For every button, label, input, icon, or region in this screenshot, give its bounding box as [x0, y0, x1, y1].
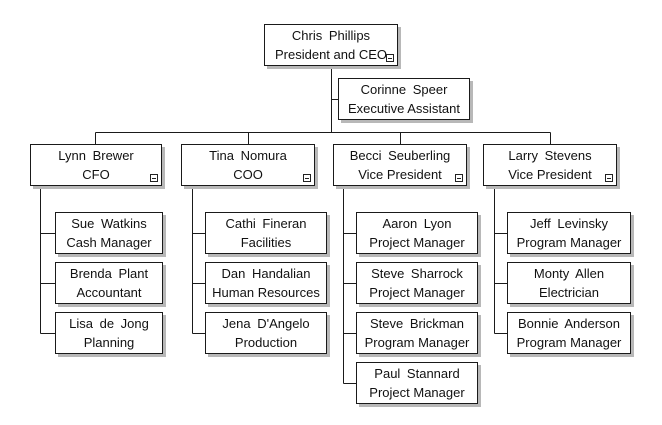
- node-report[interactable]: Dan Handalian Human Resources: [205, 262, 327, 304]
- node-name: Steve Brickman: [369, 316, 465, 331]
- node-title: Vice President: [508, 167, 592, 182]
- node-head-vp-2[interactable]: Larry Stevens Vice President: [483, 144, 617, 186]
- node-name: Monty Allen: [533, 266, 605, 281]
- node-title: Human Resources: [212, 285, 320, 300]
- node-name: Paul Stannard: [374, 366, 460, 381]
- node-name: Bonnie Anderson: [517, 316, 621, 331]
- node-head-vp-1[interactable]: Becci Seuberling Vice President: [333, 144, 467, 186]
- collapse-minus-icon[interactable]: [303, 174, 311, 182]
- node-report[interactable]: Aaron Lyon Project Manager: [356, 212, 478, 254]
- node-title: Production: [234, 335, 298, 350]
- node-report[interactable]: Sue Watkins Cash Manager: [55, 212, 163, 254]
- node-name: Lynn Brewer: [58, 148, 134, 163]
- node-name: Jena D'Angelo: [222, 316, 310, 331]
- node-name: Corinne Speer: [360, 82, 448, 97]
- node-report[interactable]: Steve Sharrock Project Manager: [356, 262, 478, 304]
- node-assistant[interactable]: Corinne Speer Executive Assistant: [338, 78, 470, 120]
- node-title: Cash Manager: [66, 235, 152, 250]
- node-report[interactable]: Paul Stannard Project Manager: [356, 362, 478, 404]
- node-report[interactable]: Monty Allen Electrician: [507, 262, 631, 304]
- node-name: Chris Phillips: [291, 28, 371, 43]
- node-name: Aaron Lyon: [382, 216, 452, 231]
- node-title: Project Manager: [369, 285, 465, 300]
- node-name: Steve Sharrock: [371, 266, 463, 281]
- node-title: Electrician: [539, 285, 599, 300]
- collapse-minus-icon[interactable]: [386, 54, 394, 62]
- collapse-minus-icon[interactable]: [455, 174, 463, 182]
- node-title: Planning: [83, 335, 135, 350]
- node-title: CFO: [82, 167, 110, 182]
- node-report[interactable]: Brenda Plant Accountant: [55, 262, 163, 304]
- node-title: Program Manager: [516, 235, 622, 250]
- node-title: Vice President: [358, 167, 442, 182]
- node-name: Sue Watkins: [71, 216, 147, 231]
- node-name: Cathi Fineran: [225, 216, 307, 231]
- node-ceo[interactable]: Chris Phillips President and CEO: [264, 24, 398, 66]
- node-title: Project Manager: [369, 385, 465, 400]
- node-title: COO: [233, 167, 263, 182]
- node-report[interactable]: Jena D'Angelo Production: [205, 312, 327, 354]
- node-title: Facilities: [240, 235, 292, 250]
- node-title: President and CEO: [274, 47, 387, 62]
- node-report[interactable]: Steve Brickman Program Manager: [356, 312, 478, 354]
- node-name: Lisa de Jong: [69, 316, 149, 331]
- node-report[interactable]: Lisa de Jong Planning: [55, 312, 163, 354]
- node-title: Program Manager: [516, 335, 622, 350]
- node-name: Becci Seuberling: [349, 148, 451, 163]
- node-name: Jeff Levinsky: [530, 216, 608, 231]
- node-title: Accountant: [76, 285, 142, 300]
- collapse-minus-icon[interactable]: [605, 174, 613, 182]
- node-head-cfo[interactable]: Lynn Brewer CFO: [30, 144, 162, 186]
- node-report[interactable]: Cathi Fineran Facilities: [205, 212, 327, 254]
- node-report[interactable]: Jeff Levinsky Program Manager: [507, 212, 631, 254]
- node-title: Program Manager: [364, 335, 470, 350]
- node-name: Larry Stevens: [508, 148, 592, 163]
- node-name: Brenda Plant: [69, 266, 149, 281]
- node-head-coo[interactable]: Tina Nomura COO: [181, 144, 315, 186]
- node-title: Project Manager: [369, 235, 465, 250]
- node-name: Tina Nomura: [209, 148, 287, 163]
- node-name: Dan Handalian: [221, 266, 311, 281]
- collapse-minus-icon[interactable]: [150, 174, 158, 182]
- node-title: Executive Assistant: [348, 101, 460, 116]
- node-report[interactable]: Bonnie Anderson Program Manager: [507, 312, 631, 354]
